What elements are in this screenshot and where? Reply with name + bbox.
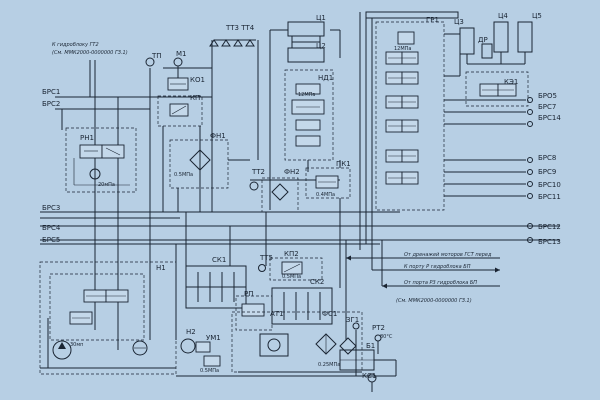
sk2-selector — [271, 287, 333, 325]
label-rn1: РН1 — [80, 134, 94, 142]
label-brs10: БРС10 — [538, 181, 561, 189]
label-brs7: БРС7 — [538, 103, 556, 111]
label-fn2: ФН2 — [284, 168, 300, 176]
label-from-motors: От дренажей моторов ГСТ перед — [404, 252, 492, 258]
label-gr-pressure: 12МПа — [394, 46, 412, 52]
label-ko1: КО1 — [190, 76, 205, 84]
label-brs3: БРС3 — [42, 204, 60, 212]
label-brs11: БРС11 — [538, 193, 561, 201]
label-from-port-p3: От порта Р3 гидроблока БП — [404, 280, 477, 286]
label-fs1: ФС1 — [322, 310, 337, 318]
label-c4: Ц4 — [498, 12, 508, 20]
label-rt2: РТ2 — [372, 324, 385, 332]
label-at1: АТ1 — [270, 310, 284, 318]
label-hydro-top-ref: (См. ММК2000-0000000 ГЗ.1) — [52, 50, 128, 56]
cylinders-c3-c4-c5 — [459, 21, 533, 65]
bottom-connections — [175, 198, 397, 377]
gr1-distributor-manifold — [359, 11, 526, 250]
label-to-port-p: К порту Р гидроблока БП — [404, 264, 471, 270]
label-gr1: ГР1 — [426, 16, 439, 24]
label-pressure-n1: 30мп — [70, 342, 83, 348]
label-b1: Б1 — [366, 342, 375, 350]
label-kp2-pressure: 0.5МПа — [282, 274, 301, 280]
label-c2: Ц2 — [316, 42, 326, 50]
ke1-valve — [465, 71, 529, 107]
label-fs-pressure: 0.25МПа — [318, 362, 340, 368]
label-brs6: БРО5 — [538, 92, 557, 100]
label-brs1: БРС1 — [42, 88, 60, 96]
label-nd1: НД1 — [318, 74, 333, 82]
label-n1: Н1 — [156, 264, 166, 272]
label-c1: Ц1 — [316, 14, 326, 22]
label-rt-temp: 80°С — [380, 334, 393, 340]
top-center-components — [145, 40, 213, 212]
label-pk1: ПК1 — [336, 160, 351, 168]
label-um-pressure: 0.5МПа — [200, 368, 219, 374]
label-c3: Ц3 — [454, 18, 464, 26]
label-fn-pressure: 0.5МПа — [174, 172, 193, 178]
label-dr: ДР — [478, 36, 488, 44]
label-brs2: БРС2 — [42, 100, 60, 108]
label-pk-pressure: 0.4МПа — [316, 192, 335, 198]
label-brs9: БРС9 — [538, 168, 556, 176]
zg1-rt2-b1-ks1-group — [339, 322, 396, 392]
tt3-tt4-test-points — [209, 39, 259, 160]
label-fn1: ФН1 — [210, 132, 226, 140]
label-nd-pressure: 12МПа — [298, 92, 316, 98]
label-ref-bottom: (См. ММК2000-0000000 ГЗ.1) — [396, 298, 472, 304]
sk1-selector — [185, 265, 247, 309]
label-kp1: КП — [190, 94, 200, 102]
label-brs14: БРС14 — [538, 114, 561, 122]
label-brs12: БРС12 — [538, 223, 561, 231]
nd1-valve-block — [284, 69, 334, 172]
label-tt2: ТТ2 — [251, 168, 265, 176]
label-zg1: ЗГ1 — [346, 316, 359, 324]
label-brs13: БРС13 — [538, 238, 561, 246]
label-n2: Н2 — [186, 328, 196, 336]
rp1-at1-fs1-group — [180, 295, 363, 373]
label-tp1: ТП — [151, 52, 162, 60]
label-um1: УМ1 — [206, 334, 221, 342]
right-couplings — [527, 97, 533, 243]
n1-pump-block — [39, 261, 177, 375]
label-brs4: БРС4 — [42, 224, 61, 232]
label-rn-pressure: 20мПа — [98, 182, 115, 188]
left-supply-lines — [40, 60, 560, 350]
label-kp2: КП2 — [284, 250, 299, 258]
external-connection-lines — [346, 226, 500, 289]
tt2-fn2-pk1-group — [249, 160, 351, 213]
label-brs8: БРС8 — [538, 154, 556, 162]
label-rp1: РП — [244, 290, 254, 298]
rn1-valve-group — [65, 127, 137, 193]
label-tt3-tt4: ТТ3 ТТ4 — [225, 24, 255, 32]
label-brs5: БРС5 — [42, 236, 60, 244]
label-hydro-top: К гидроблоку ГТ2 — [52, 42, 99, 48]
label-ke1: КЭ1 — [504, 78, 518, 86]
tt5-kp2-group — [258, 257, 323, 281]
label-c5: Ц5 — [532, 12, 542, 20]
label-ck2: СК2 — [310, 278, 324, 286]
label-m1: М1 — [176, 50, 187, 58]
label-ck1: СК1 — [212, 256, 226, 264]
fn1-filter-group — [169, 139, 250, 212]
